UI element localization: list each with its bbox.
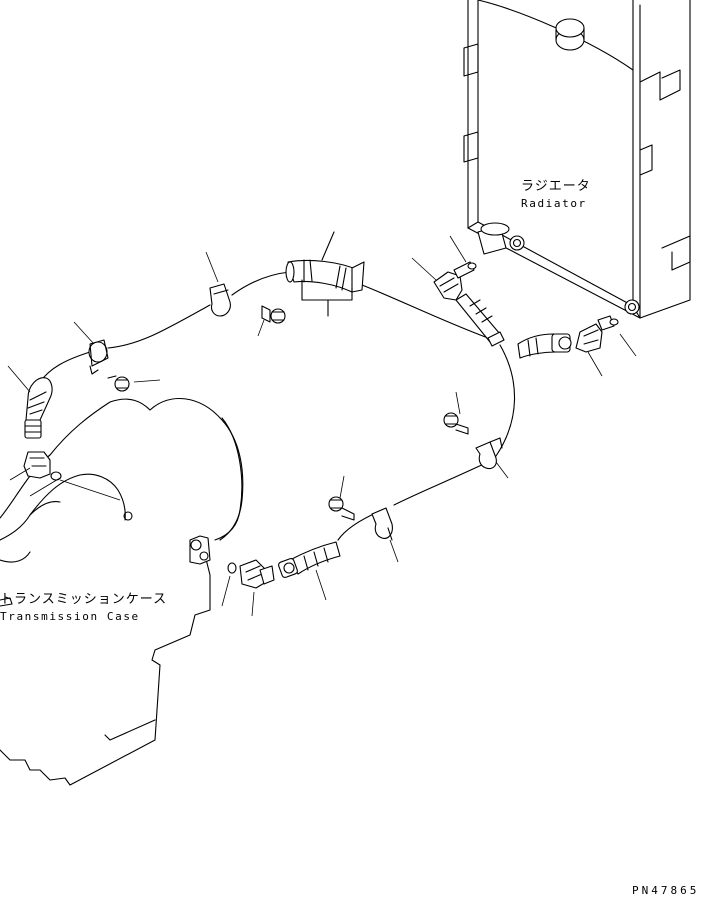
right-elbow bbox=[575, 315, 615, 353]
o-ring-lower bbox=[227, 562, 237, 574]
lower-clamp bbox=[371, 507, 393, 541]
top-clamp bbox=[209, 283, 231, 317]
transmission-label-en: Transmission Case bbox=[0, 610, 140, 623]
right-bolt bbox=[443, 412, 469, 435]
left-clamp bbox=[88, 339, 109, 375]
lower-bolt bbox=[328, 496, 355, 521]
radiator-label-en: Radiator bbox=[521, 197, 587, 210]
radiator-label-ja: ラジエータ bbox=[521, 179, 591, 194]
left-bolt bbox=[107, 375, 130, 392]
transmission-case bbox=[0, 397, 244, 786]
tube-route bbox=[39, 271, 516, 541]
part-number-label: PN47865 bbox=[632, 884, 700, 897]
lower-elbow bbox=[239, 559, 275, 589]
right-clamp bbox=[475, 437, 503, 470]
leader-lines bbox=[7, 235, 637, 617]
top-bolt bbox=[261, 305, 286, 324]
radiator-upper-elbow bbox=[433, 261, 475, 301]
radiator bbox=[463, 0, 691, 319]
o-ring-right bbox=[609, 318, 619, 326]
top-hose bbox=[285, 231, 365, 317]
left-hose bbox=[24, 377, 53, 439]
o-ring-upper bbox=[467, 262, 477, 270]
transmission-label-ja: トランスミッションケース bbox=[0, 592, 168, 607]
left-elbow bbox=[23, 451, 62, 481]
upper-diagonal-hose bbox=[455, 293, 505, 347]
lower-hose bbox=[278, 541, 341, 578]
right-hose bbox=[517, 333, 572, 359]
